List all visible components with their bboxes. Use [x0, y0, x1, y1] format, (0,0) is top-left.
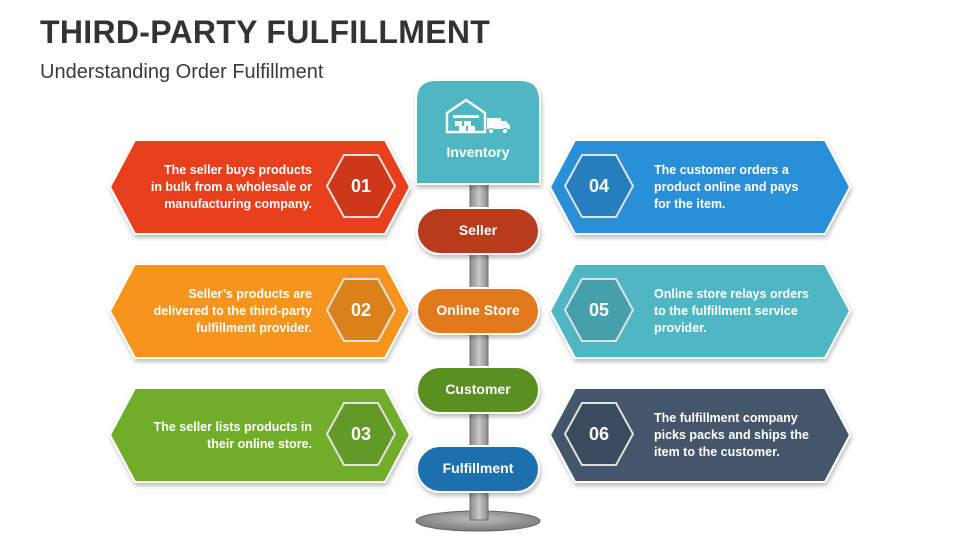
- step-text-04: The customer orders a product online and…: [654, 163, 799, 211]
- step-number-02: 02: [350, 300, 372, 320]
- step-card-03: [108, 387, 412, 483]
- step-number-06: 06: [588, 424, 610, 444]
- step-hex-05: [563, 278, 635, 342]
- step-number-04: 04: [588, 176, 610, 196]
- step-text-01: The seller buys products in bulk from a …: [150, 163, 312, 211]
- step-card-06: [548, 387, 852, 483]
- step-card-05: [548, 263, 852, 359]
- step-number-01: 01: [350, 176, 372, 196]
- pill-label-fulfillment: Fulfillment: [442, 460, 514, 476]
- step-card-01: [108, 139, 412, 235]
- step-card-02: [108, 263, 412, 359]
- pill-fulfillment: [416, 445, 540, 493]
- step-text-05: Online store relays orders to the fulfil…: [654, 287, 809, 335]
- step-number-05: 05: [588, 300, 610, 320]
- pill-label-customer: Customer: [445, 381, 511, 397]
- step-number-03: 03: [350, 424, 372, 444]
- step-hex-01: [325, 154, 397, 218]
- pill-customer: [416, 366, 540, 414]
- pill-label-online-store: Online Store: [436, 302, 520, 318]
- pill-online-store: [416, 287, 540, 335]
- step-hex-06: [563, 402, 635, 466]
- step-hex-03: [325, 402, 397, 466]
- page-subtitle: Understanding Order Fulfillment: [40, 61, 324, 83]
- step-hex-02: [325, 278, 397, 342]
- step-hex-04: [563, 154, 635, 218]
- warehouse-truck-icon: [445, 98, 510, 135]
- page-title: THIRD-PARTY FULFILLMENT: [40, 14, 491, 50]
- step-text-02: Seller’s products are delivered to the t…: [153, 287, 312, 335]
- pill-seller: [416, 207, 540, 255]
- step-card-04: [548, 139, 852, 235]
- step-text-06: The fulfillment company picks packs and …: [654, 411, 809, 459]
- step-text-03: The seller lists products in their onlin…: [153, 420, 312, 451]
- inventory-label: Inventory: [446, 144, 510, 160]
- pill-label-seller: Seller: [458, 222, 498, 238]
